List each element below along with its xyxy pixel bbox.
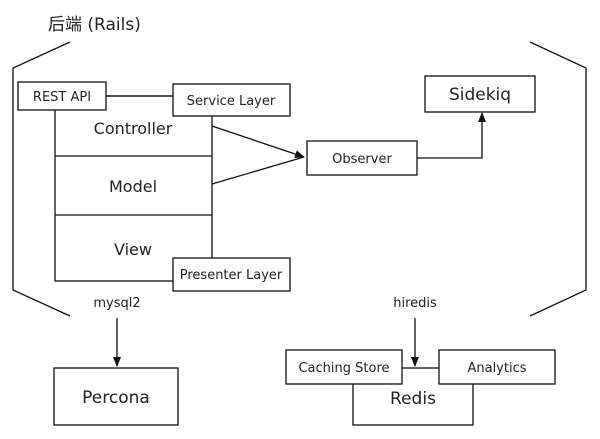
mysql2-label: mysql2 xyxy=(93,296,140,311)
hiredis-label: hiredis xyxy=(393,296,437,311)
view-label: View xyxy=(114,240,152,259)
service-layer-label: Service Layer xyxy=(187,94,276,109)
model-to-observer-arrow xyxy=(211,156,305,185)
presenter-layer-label: Presenter Layer xyxy=(180,268,283,283)
mvc-stack xyxy=(54,95,213,282)
backend-boundary-left xyxy=(12,41,71,317)
backend-boundary-right xyxy=(529,41,587,317)
sidekiq-box xyxy=(424,75,536,113)
service-layer-box xyxy=(172,83,291,117)
rest-api-box xyxy=(17,81,107,111)
diagram-title: 后端 (Rails) xyxy=(48,15,141,35)
model-label: Model xyxy=(109,177,157,196)
rest-api-label: REST API xyxy=(33,90,91,105)
controller-label: Controller xyxy=(94,119,173,138)
percona-box xyxy=(53,367,179,426)
presenter-layer-box xyxy=(172,257,291,292)
controller-to-observer-arrow xyxy=(211,125,305,158)
redis-label: Redis xyxy=(390,389,436,409)
analytics-label: Analytics xyxy=(467,361,526,376)
caching-store-box xyxy=(285,349,403,385)
analytics-box xyxy=(438,349,556,385)
sidekiq-label: Sidekiq xyxy=(449,85,511,105)
percona-label: Percona xyxy=(82,388,150,408)
caching-store-label: Caching Store xyxy=(298,361,389,376)
observer-to-sidekiq-arrow xyxy=(417,112,486,159)
observer-label: Observer xyxy=(332,152,392,167)
